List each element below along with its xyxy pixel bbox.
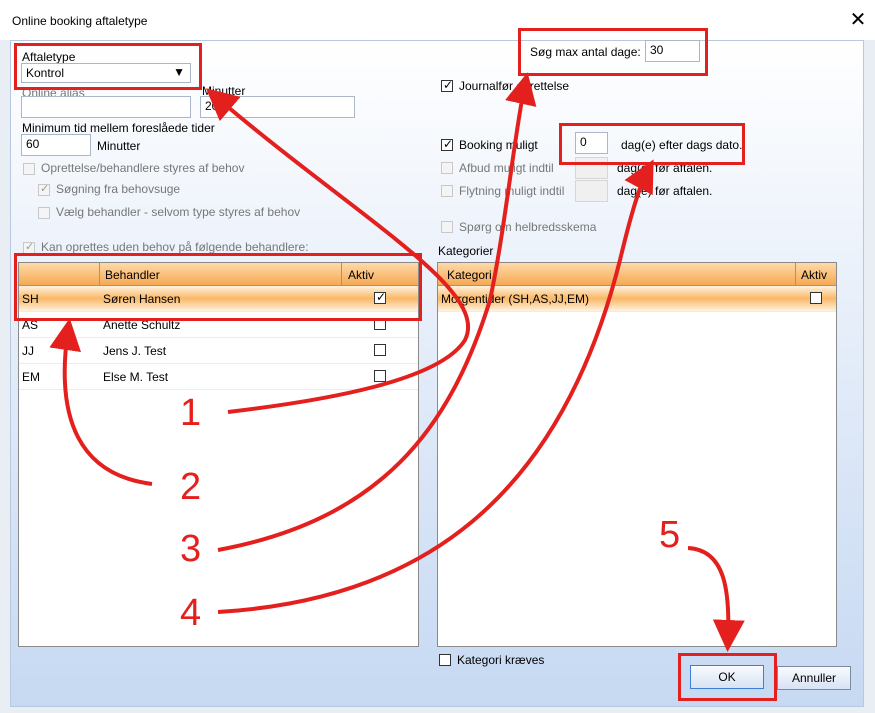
column-kategori[interactable]: Kategori — [447, 268, 492, 282]
row-name: Anette Schultz — [103, 318, 181, 332]
ok-button[interactable]: OK — [690, 665, 764, 689]
annotation-number-3: 3 — [180, 528, 202, 570]
soegning-checkbox[interactable] — [38, 182, 50, 196]
booking-label: Booking muligt — [459, 138, 538, 152]
chevron-down-icon: ▼ — [173, 65, 185, 79]
kan-oprettes-label: Kan oprettes uden behov på følgende beha… — [41, 240, 309, 254]
behandler-table-header: Behandler Aktiv — [19, 263, 418, 286]
kategori-kraeves-checkbox[interactable] — [439, 654, 451, 666]
row-name: Jens J. Test — [103, 344, 167, 358]
arrow-2 — [49, 318, 153, 486]
window-title: Online booking aftaletype — [12, 14, 148, 28]
table-row[interactable]: AS Anette Schultz — [19, 312, 418, 338]
row-code: JJ — [22, 344, 34, 358]
aftaletype-value: Kontrol — [26, 66, 65, 80]
annotation-box-ok — [678, 653, 777, 701]
row-name: Morgentider (SH,AS,JJ,EM) — [441, 292, 590, 306]
afbud-label: Afbud muligt indtil — [459, 161, 554, 175]
online-alias-input[interactable] — [21, 96, 191, 118]
table-row[interactable]: SH Søren Hansen — [19, 286, 418, 312]
booking-suffix: dag(e) efter dags dato. — [621, 138, 743, 152]
min-tid-unit: Minutter — [97, 139, 141, 153]
title-bar: Online booking aftaletype ✕ — [0, 0, 875, 40]
row-aktiv-checkbox[interactable] — [374, 370, 386, 382]
annuller-button[interactable]: Annuller — [777, 666, 851, 690]
afbud-checkbox[interactable] — [441, 162, 453, 174]
kategori-table: Kategori Aktiv Morgentider (SH,AS,JJ,EM) — [437, 262, 837, 647]
table-row[interactable]: JJ Jens J. Test — [19, 338, 418, 364]
arrow-4 — [217, 159, 654, 614]
behandler-table: Behandler Aktiv SH Søren Hansen AS Anett… — [18, 262, 419, 647]
close-icon[interactable]: ✕ — [849, 9, 867, 31]
annotation-box-behandler — [14, 253, 422, 321]
annotation-number-2: 2 — [180, 466, 202, 508]
row-code: EM — [22, 370, 40, 384]
row-code: SH — [22, 292, 39, 306]
booking-days-input[interactable]: 0 — [575, 132, 608, 154]
min-tid-label: Minimum tid mellem foreslåede tider — [22, 121, 215, 135]
row-name: Søren Hansen — [103, 292, 181, 306]
journalfoer-checkbox[interactable] — [441, 78, 453, 92]
oprettelse-label: Oprettelse/behandlere styres af behov — [41, 161, 245, 175]
vaelg-checkbox[interactable] — [38, 207, 50, 219]
arrow-1 — [205, 88, 470, 414]
annotation-number-5: 5 — [659, 514, 681, 556]
row-aktiv-checkbox[interactable] — [374, 344, 386, 356]
column-behandler[interactable]: Behandler — [105, 268, 160, 282]
flytning-checkbox[interactable] — [441, 185, 453, 197]
annotation-number-4: 4 — [180, 592, 202, 634]
kategori-kraeves-label: Kategori kræves — [457, 653, 545, 667]
row-name: Else M. Test — [103, 370, 169, 384]
booking-checkbox[interactable] — [441, 137, 453, 151]
vaelg-label: Vælg behandler - selvom type styres af b… — [56, 205, 301, 219]
kategorier-label: Kategorier — [438, 244, 494, 258]
kan-oprettes-checkbox[interactable] — [23, 240, 35, 254]
oprettelse-checkbox[interactable] — [23, 163, 35, 175]
spoerg-label: Spørg om helbredsskema — [459, 220, 597, 234]
soegning-label: Søgning fra behovsuge — [56, 182, 181, 196]
column-aktiv[interactable]: Aktiv — [801, 268, 828, 282]
annotation-box-soeg-max — [518, 28, 708, 76]
annotation-box-aftaletype — [14, 43, 202, 90]
row-aktiv-checkbox[interactable] — [810, 292, 822, 304]
annotation-number-1: 1 — [180, 392, 202, 434]
arrow-5 — [687, 546, 745, 652]
table-row[interactable]: EM Else M. Test — [19, 364, 418, 390]
spoerg-checkbox[interactable] — [441, 221, 453, 233]
kategori-table-header: Kategori Aktiv — [438, 263, 836, 286]
table-row[interactable]: Morgentider (SH,AS,JJ,EM) — [438, 286, 836, 312]
soeg-max-label: Søg max antal dage: — [530, 45, 641, 59]
arrow-3 — [217, 72, 537, 552]
row-code: AS — [22, 318, 39, 332]
flytning-days-input[interactable] — [575, 180, 608, 202]
column-aktiv[interactable]: Aktiv — [348, 268, 375, 282]
aftaletype-dropdown[interactable]: Kontrol ▼ — [21, 63, 191, 83]
flytning-label: Flytning muligt indtil — [459, 184, 565, 198]
row-aktiv-checkbox[interactable] — [374, 290, 386, 304]
soeg-max-input[interactable]: 30 — [645, 40, 700, 62]
min-tid-input[interactable]: 60 — [21, 134, 91, 156]
aftaletype-label: Aftaletype — [22, 50, 76, 64]
